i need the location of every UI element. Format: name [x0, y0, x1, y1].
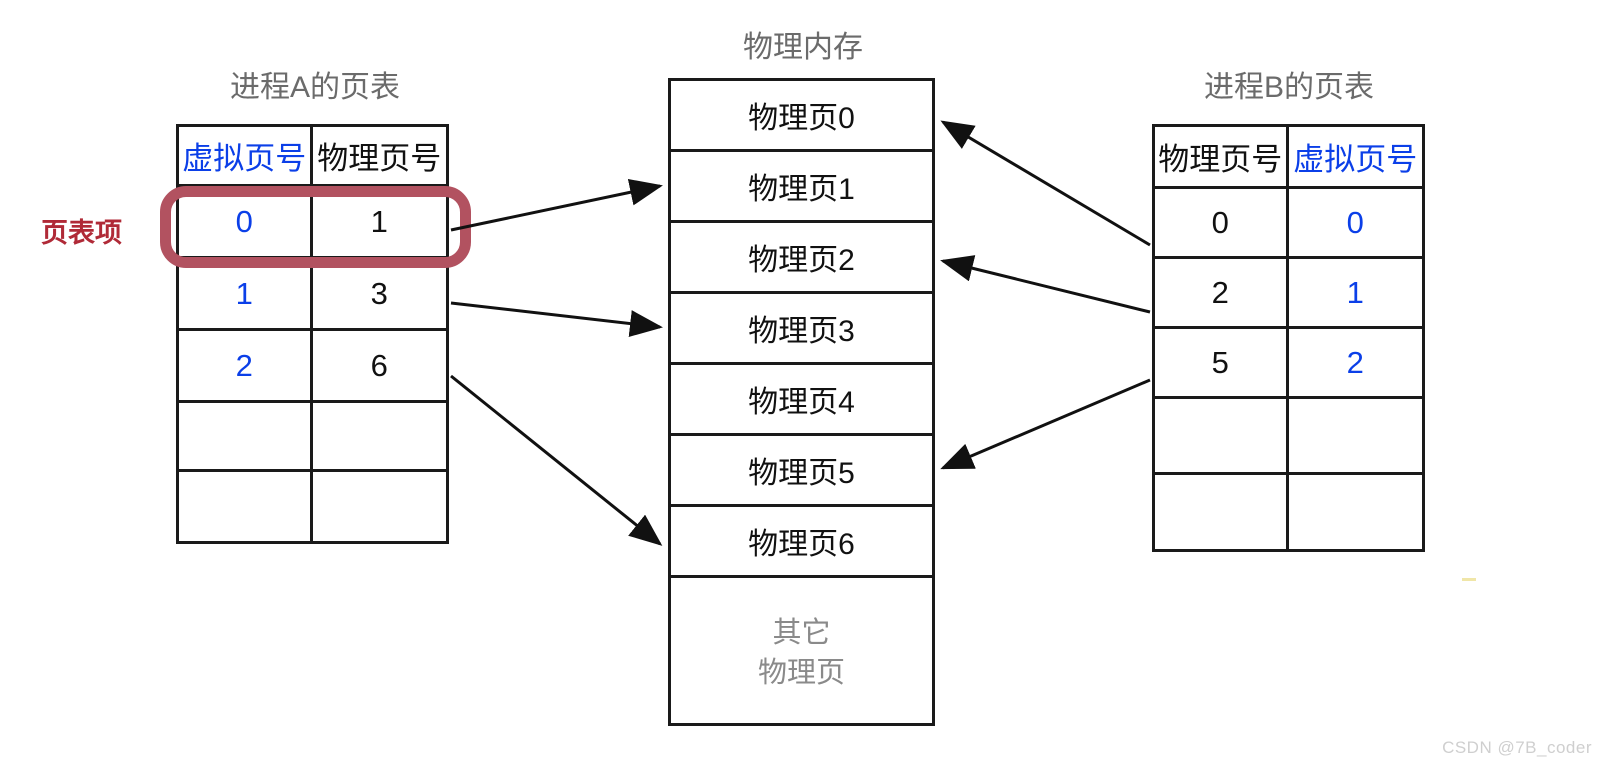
memory-page-row[interactable]: 物理页5 — [671, 436, 932, 507]
table-row[interactable]: 0 1 — [179, 187, 446, 259]
cell-physical-page — [313, 403, 447, 469]
cell-physical-page — [1155, 399, 1289, 472]
memory-page-row[interactable]: 物理页0 — [671, 81, 932, 152]
cell-physical-page: 1 — [370, 203, 388, 239]
column-header-physical-page: 物理页号 — [1155, 127, 1289, 186]
cell-virtual-page: 1 — [1346, 274, 1364, 310]
physical-memory-title: 物理内存 — [743, 31, 863, 64]
table-row[interactable] — [179, 472, 446, 541]
process-a-page-table[interactable]: 虚拟页号 物理页号 0 1 1 3 2 6 — [176, 124, 449, 544]
table-row[interactable]: 5 2 — [1155, 329, 1422, 399]
arrow-b0-to-page0 — [940, 120, 1151, 247]
memory-page-row[interactable]: 物理页1 — [671, 152, 932, 223]
cell-virtual-page — [179, 403, 313, 469]
cell-virtual-page: 2 — [179, 331, 313, 400]
column-header-physical-page: 物理页号 — [317, 141, 442, 176]
cell-virtual-page — [179, 472, 313, 541]
arrow-b1-to-page2 — [940, 255, 1151, 314]
cell-physical-page: 0 — [1155, 189, 1289, 256]
page-table-entry-label: 页表项 — [41, 218, 122, 248]
arrow-b2-to-page5 — [940, 378, 1151, 470]
cell-physical-page: 3 — [370, 275, 388, 311]
table-row[interactable] — [1155, 399, 1422, 475]
table-row[interactable]: 2 6 — [179, 331, 446, 403]
cell-physical-page: 2 — [1155, 259, 1289, 326]
other-pages-line2: 物理页 — [757, 656, 845, 689]
table-row[interactable] — [179, 403, 446, 472]
memory-page-row[interactable]: 物理页4 — [671, 365, 932, 436]
cell-physical-page: 6 — [370, 347, 388, 383]
process-b-page-table[interactable]: 物理页号 虚拟页号 0 0 2 1 5 2 — [1152, 124, 1425, 552]
table-row[interactable] — [1155, 475, 1422, 551]
physical-memory-block[interactable]: 物理页0 物理页1 物理页2 物理页3 物理页4 物理页5 物理页6 其它 物理… — [668, 78, 935, 726]
process-a-title: 进程A的页表 — [229, 71, 400, 104]
table-row[interactable]: 1 3 — [179, 259, 446, 331]
table-header-row: 虚拟页号 物理页号 — [179, 127, 446, 187]
cell-physical-page: 5 — [1155, 329, 1289, 396]
stray-mark — [1462, 578, 1476, 581]
cell-virtual-page — [1289, 475, 1423, 551]
cell-virtual-page: 2 — [1346, 344, 1364, 380]
memory-page-row[interactable]: 物理页2 — [671, 223, 932, 294]
cell-virtual-page: 0 — [1346, 204, 1364, 240]
memory-page-row[interactable]: 物理页3 — [671, 294, 932, 365]
other-pages-line1: 其它 — [772, 617, 831, 650]
watermark: CSDN @7B_coder — [1442, 738, 1592, 757]
process-b-title: 进程B的页表 — [1203, 71, 1374, 104]
column-header-virtual-page: 虚拟页号 — [179, 127, 313, 184]
arrow-a2-to-page6 — [450, 374, 663, 546]
table-header-row: 物理页号 虚拟页号 — [1155, 127, 1422, 189]
memory-other-pages-row: 其它 物理页 — [671, 578, 932, 729]
memory-page-row[interactable]: 物理页6 — [671, 507, 932, 578]
arrow-a0-to-page1 — [450, 178, 663, 232]
cell-virtual-page: 1 — [179, 259, 313, 328]
arrow-a1-to-page3 — [450, 301, 663, 337]
cell-physical-page — [1155, 475, 1289, 551]
table-row[interactable]: 2 1 — [1155, 259, 1422, 329]
column-header-virtual-page: 虚拟页号 — [1293, 142, 1418, 177]
table-row[interactable]: 0 0 — [1155, 189, 1422, 259]
cell-physical-page — [313, 472, 447, 541]
cell-virtual-page — [1289, 399, 1423, 472]
cell-virtual-page: 0 — [179, 187, 313, 256]
